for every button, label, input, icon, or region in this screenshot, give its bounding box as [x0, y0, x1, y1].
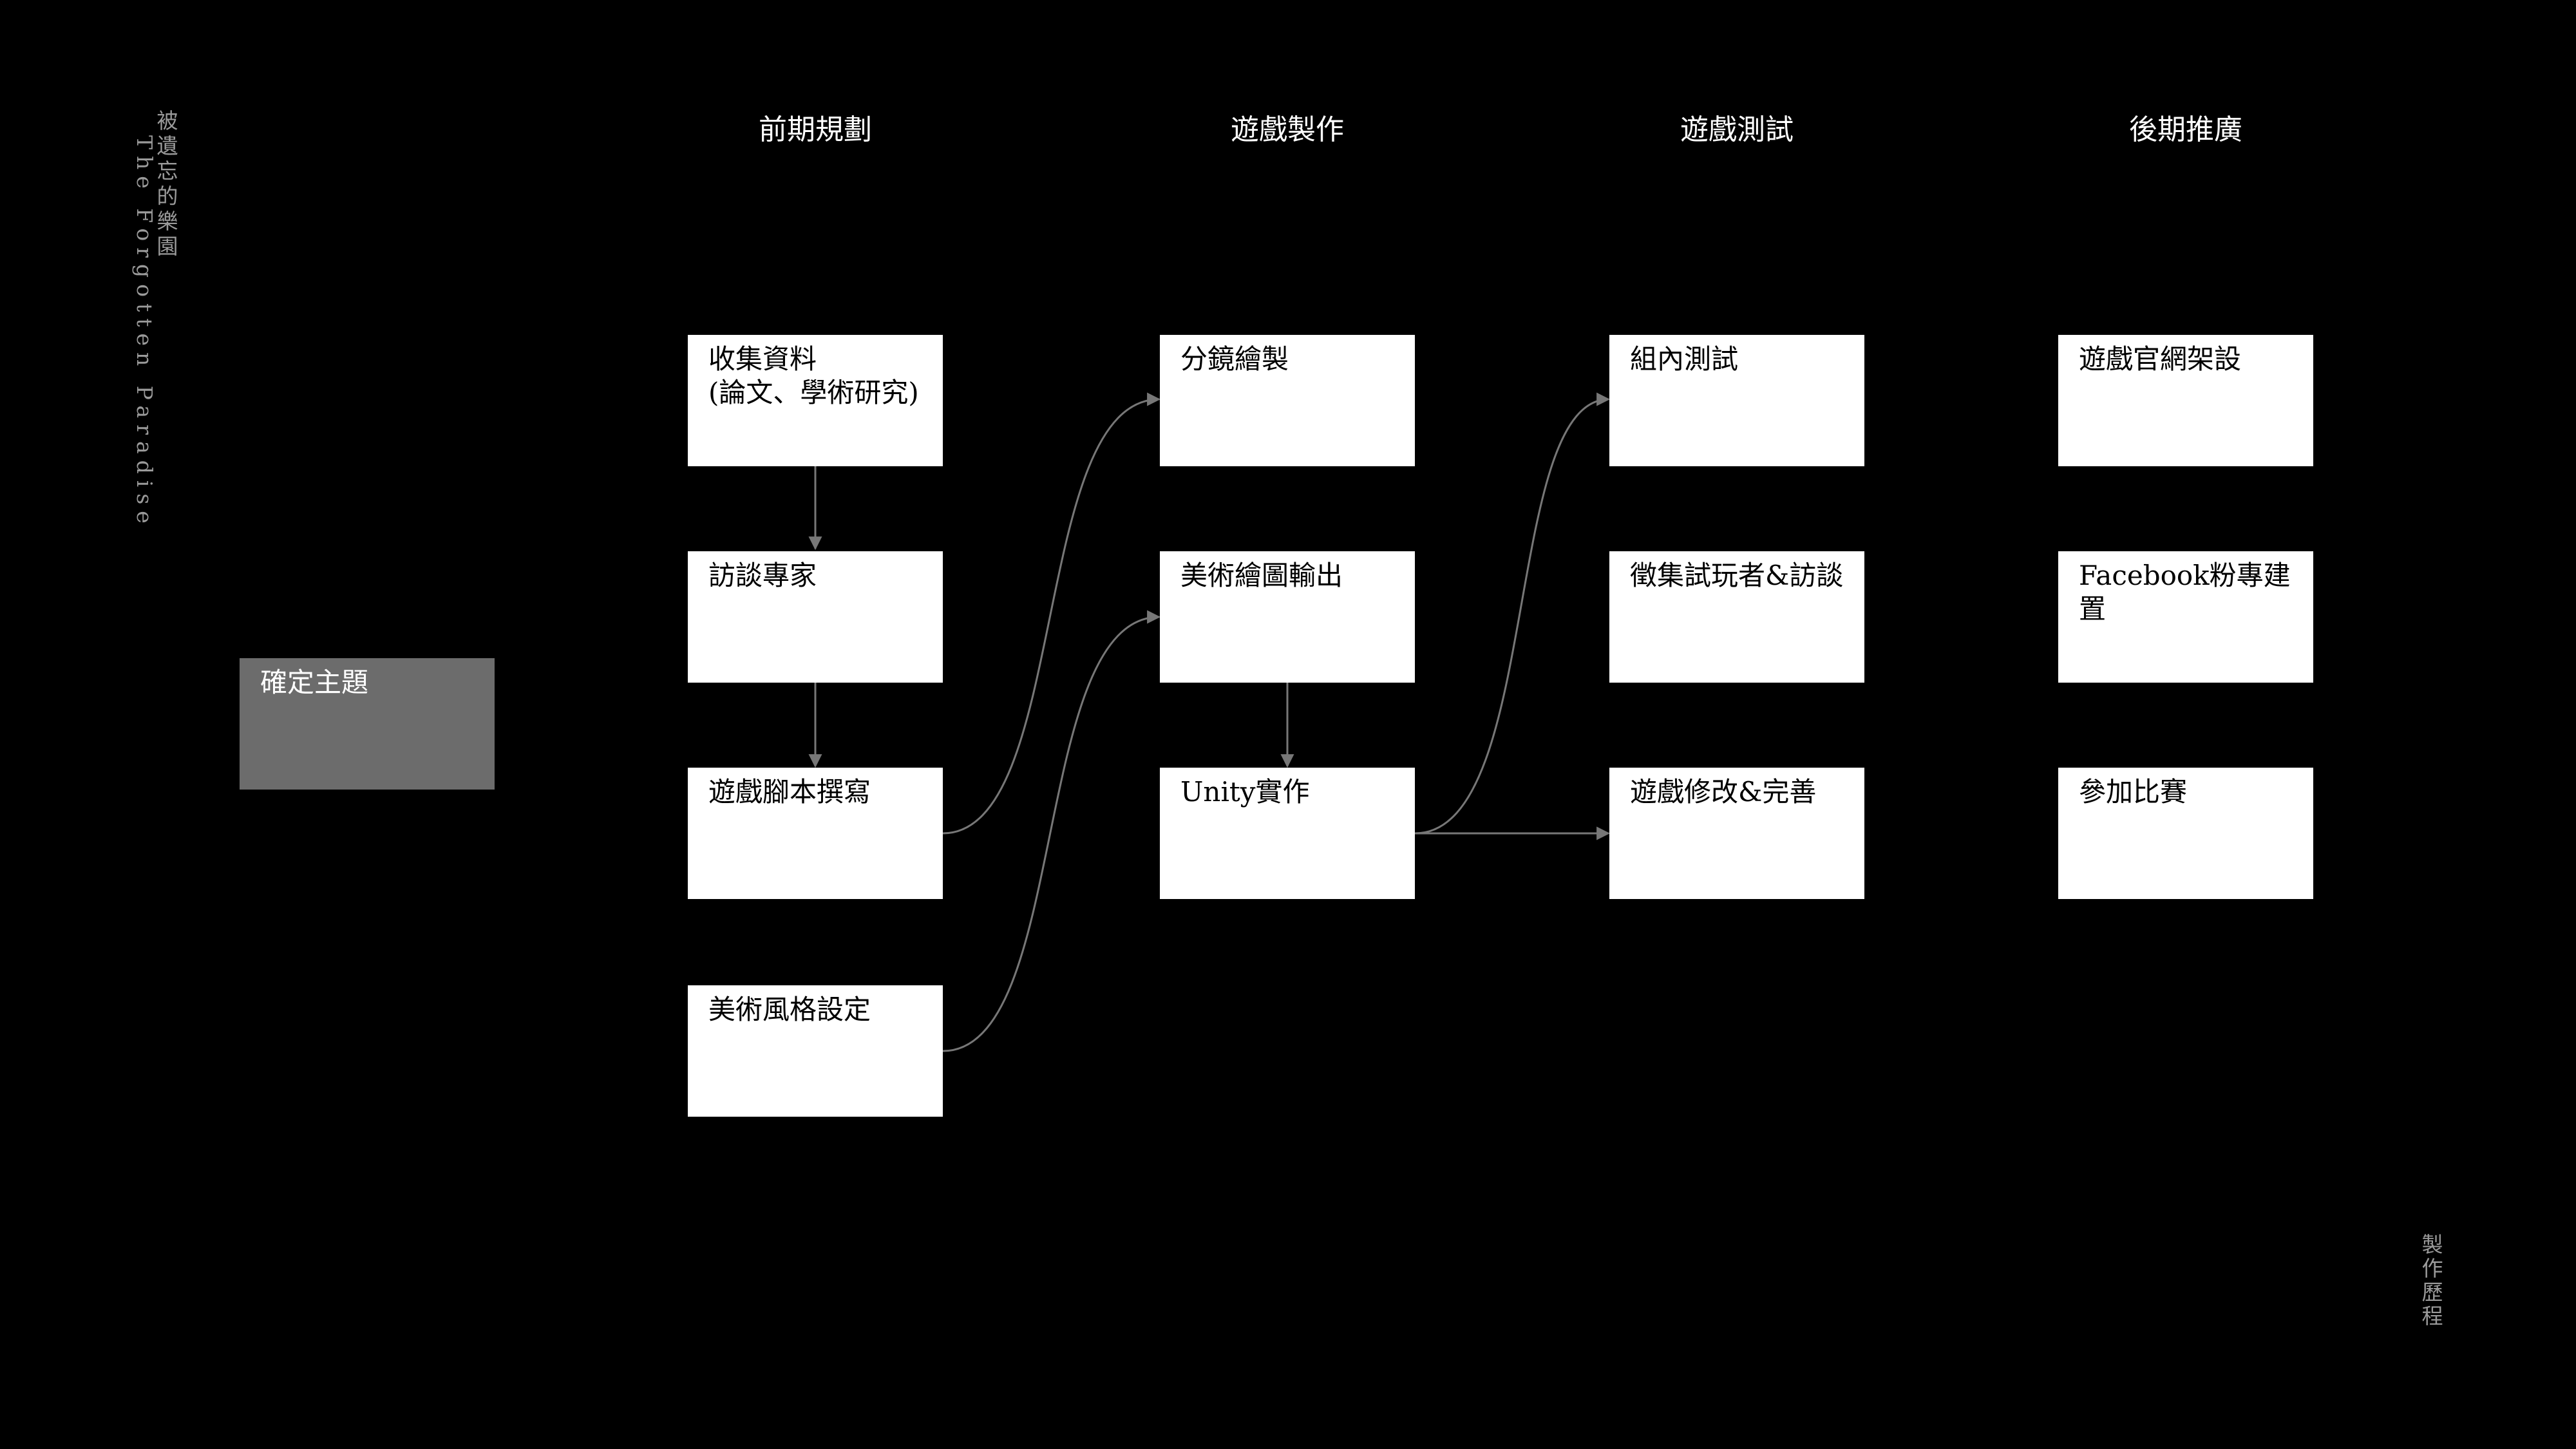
side-title-chinese: 被遺忘的樂園: [153, 109, 178, 260]
node-label: 遊戲修改&完善: [1630, 776, 1817, 808]
root-node-define-theme: 確定主題: [240, 658, 495, 790]
column-header-production: 遊戲製作: [1231, 113, 1344, 146]
node-label: 組內測試: [1630, 343, 1739, 375]
node-facebook-page: Facebook粉專建置: [2058, 551, 2313, 683]
node-game-revision: 遊戲修改&完善: [1609, 768, 1864, 899]
node-label: 美術風格設定: [708, 994, 871, 1025]
node-official-site: 遊戲官網架設: [2058, 335, 2313, 466]
node-storyboard: 分鏡繪製: [1160, 335, 1415, 466]
node-collect-data: 收集資料 (論文、學術研究): [688, 335, 943, 466]
node-label: 美術繪圖輸出: [1180, 560, 1343, 591]
node-art-style: 美術風格設定: [688, 985, 943, 1117]
node-game-script: 遊戲腳本撰寫: [688, 768, 943, 899]
node-internal-test: 組內測試: [1609, 335, 1864, 466]
node-label: 分鏡繪製: [1180, 343, 1289, 375]
column-header-planning: 前期規劃: [759, 113, 872, 146]
arrow-unity-to-internaltest: [1414, 392, 1611, 835]
arrow-script-to-storyboard: [942, 392, 1161, 835]
node-label: 遊戲官網架設: [2079, 343, 2242, 375]
node-art-output: 美術繪圖輸出: [1160, 551, 1415, 683]
node-label: Unity實作: [1180, 776, 1310, 808]
node-collect-data-line1: 收集資料: [708, 343, 817, 375]
node-interview-experts: 訪談專家: [688, 551, 943, 683]
node-label: 訪談專家: [708, 560, 817, 591]
node-label: Facebook粉專建置: [2079, 560, 2291, 625]
column-header-promotion: 後期推廣: [2129, 113, 2242, 146]
root-node-label: 確定主題: [260, 667, 369, 698]
arrow-artstyle-to-artoutput: [942, 610, 1161, 1052]
node-competition: 參加比賽: [2058, 768, 2313, 899]
node-unity-build: Unity實作: [1160, 768, 1415, 899]
side-title: 被遺忘的樂園 The Forgotten Paradise: [132, 109, 178, 530]
node-label: 徵集試玩者&訪談: [1630, 560, 1844, 591]
node-collect-data-line2: (論文、學術研究): [708, 377, 919, 408]
node-label: 參加比賽: [2079, 776, 2188, 808]
corner-label: 製作歷程: [2418, 1233, 2443, 1329]
node-recruit-testers: 徵集試玩者&訪談: [1609, 551, 1864, 683]
column-header-testing: 遊戲測試: [1680, 113, 1794, 146]
node-label: 遊戲腳本撰寫: [708, 776, 871, 808]
side-title-english: The Forgotten Paradise: [132, 135, 157, 530]
